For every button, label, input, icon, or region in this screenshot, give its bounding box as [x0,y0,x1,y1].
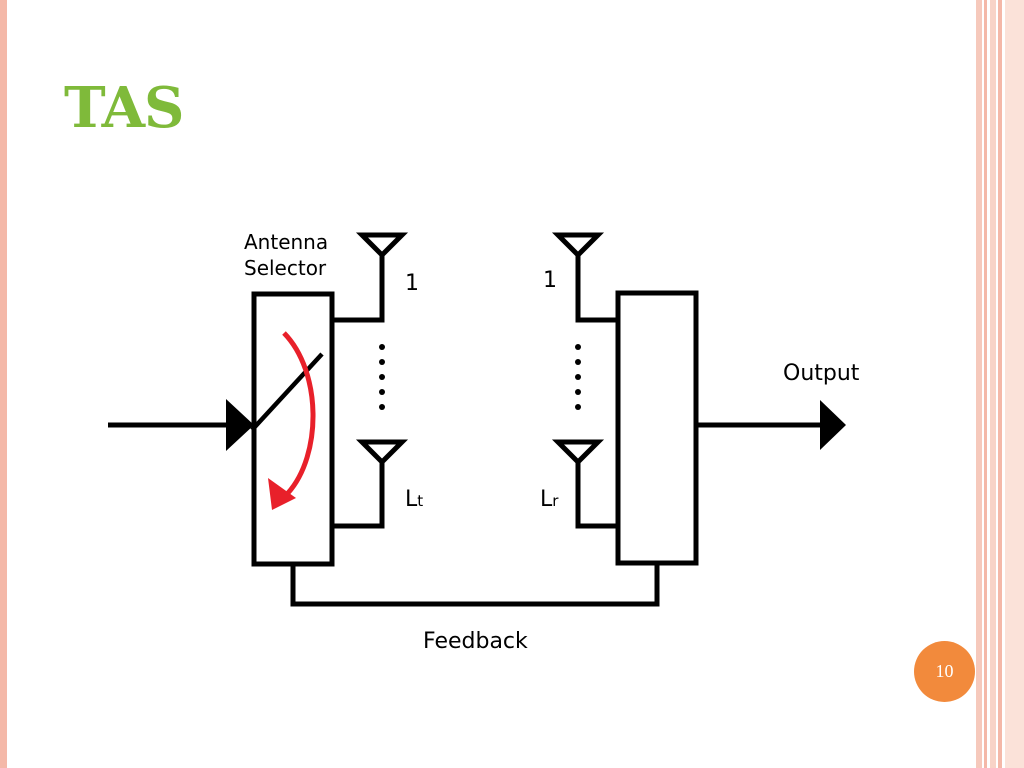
slide-title: TAS [64,75,184,141]
rx-antenna-1-label: 1 [543,268,557,293]
tx-antenna-1-feed [332,255,385,323]
input-arrowhead [226,399,254,451]
rx-antenna-ellipsis [575,344,581,410]
rx-antenna-lr-label-sub: r [552,492,559,510]
tx-antenna-ellipsis [379,344,385,410]
output-arrowhead [820,400,846,450]
selector-label-line2: Selector [244,256,327,280]
feedback-label: Feedback [423,629,528,654]
feedback-path [290,563,660,607]
selector-switch-line [250,352,324,432]
rx-antenna-lr-label: Lr [540,487,559,512]
rx-antenna-lr-feed [575,462,618,529]
left-border-stripe [0,0,7,768]
tx-antenna-lt-label-base: L [405,487,418,512]
tx-antenna-lt-label-sub: t [417,492,423,510]
output-label: Output [783,361,860,386]
tx-antenna-1-label: 1 [405,271,419,296]
rx-antenna-lr-label-base: L [540,487,553,512]
tx-antenna-1-icon [355,232,409,259]
antenna-selector-box [251,291,335,567]
receiver-box [615,290,699,566]
rx-antenna-1-feed [575,255,618,323]
slide-number-badge: 10 [914,641,975,702]
selector-rotation-arrow [282,331,316,495]
selector-label-line1: Antenna [244,230,328,254]
rx-antenna-lr-icon [551,439,605,466]
tx-antenna-lt-icon [355,439,409,466]
selector-rotation-arrowhead [268,478,296,510]
tx-antenna-lt-label: Lt [405,487,423,512]
tx-antenna-lt-feed [332,462,385,529]
rx-antenna-1-icon [551,232,605,259]
right-border-stripes [976,0,1024,768]
